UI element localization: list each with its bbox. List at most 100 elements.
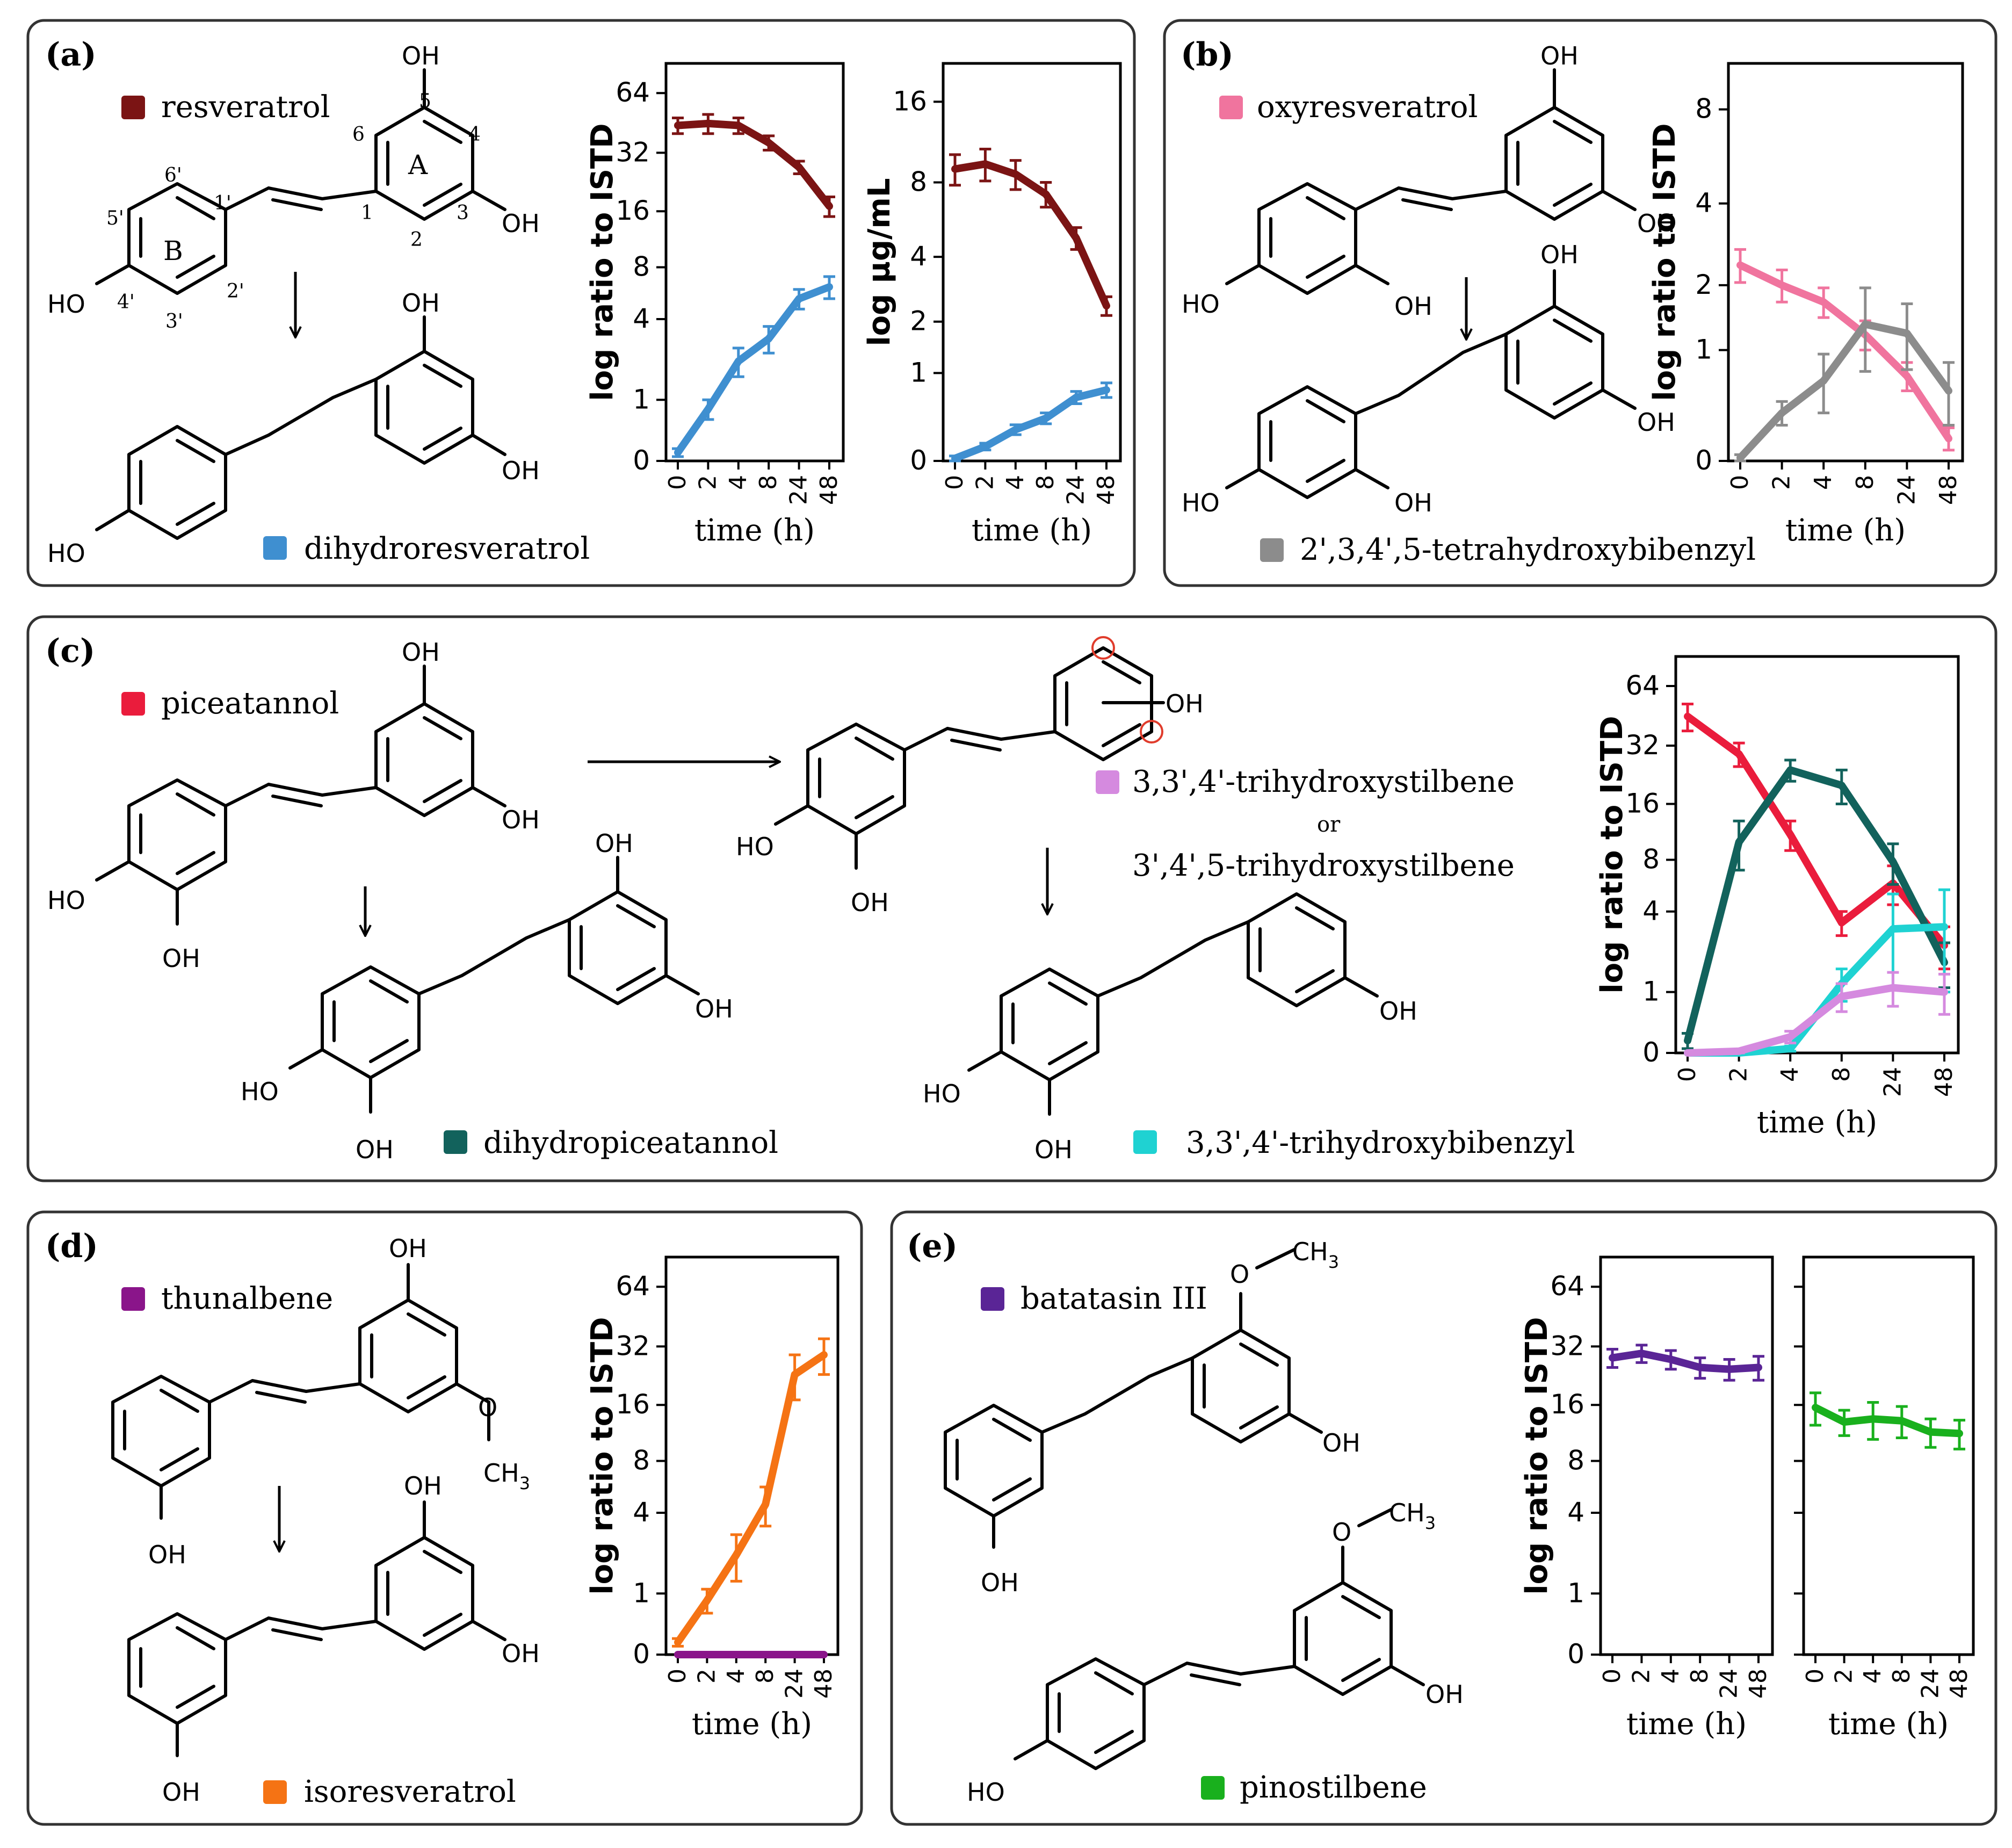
y-tick-label: 64 bbox=[616, 1270, 650, 1302]
ho-label: HO bbox=[736, 832, 774, 861]
y-tick-label: 0 bbox=[1695, 445, 1712, 476]
x-tick-label: 4 bbox=[1657, 1669, 1684, 1684]
x-tick-label: 0 bbox=[1726, 475, 1754, 490]
legend-trihydroxybibenzyl: 3,3',4'-trihydroxybibenzyl bbox=[1186, 1125, 1575, 1160]
y-tick-label: 4 bbox=[1695, 187, 1712, 219]
panel-d-frame bbox=[26, 1210, 863, 1826]
y-tick-label: 16 bbox=[893, 85, 927, 117]
oh-label: OH bbox=[1637, 209, 1675, 238]
ho-label: HO bbox=[47, 539, 85, 568]
oh-label: OH bbox=[1394, 292, 1432, 321]
structure-tetrahydroxybibenzyl bbox=[1225, 269, 1637, 499]
structure-isoresveratrol bbox=[127, 1500, 506, 1757]
x-tick-label: 24 bbox=[1716, 1669, 1743, 1699]
o-label: O bbox=[1230, 1260, 1249, 1289]
panel-label-b: (b) bbox=[1181, 36, 1234, 74]
y-tick-label: 1 bbox=[633, 1577, 650, 1608]
x-axis-label: time (h) bbox=[1785, 513, 1906, 548]
y-tick-label: 4 bbox=[1567, 1497, 1584, 1528]
series-line bbox=[951, 386, 1110, 463]
panel-label-e: (e) bbox=[907, 1228, 958, 1265]
legend-trihydroxystilbene-2: 3',4',5-trihydroxystilbene bbox=[1132, 848, 1515, 883]
oh-label: OH bbox=[1322, 1428, 1360, 1457]
oh-label: OH bbox=[404, 1471, 442, 1500]
oh-label: OH bbox=[402, 638, 440, 667]
oh-label: OH bbox=[502, 1639, 540, 1668]
x-tick-label: 2 bbox=[1627, 1669, 1655, 1684]
y-tick-label: 1 bbox=[1642, 976, 1660, 1007]
y-tick-label: 64 bbox=[1625, 670, 1660, 701]
legend-swatch-piceatannol bbox=[121, 692, 145, 716]
oh-label: OH bbox=[851, 888, 889, 917]
atom-number: 4 bbox=[468, 124, 481, 146]
ring-label-a: A bbox=[408, 149, 428, 181]
legend-swatch-resveratrol bbox=[121, 96, 145, 119]
legend-swatch-batatasin bbox=[981, 1287, 1004, 1311]
oh-label: OH bbox=[162, 944, 200, 973]
x-tick-label: 24 bbox=[781, 1669, 808, 1699]
ch3-label: CH3 bbox=[483, 1459, 530, 1493]
ch3-label: CH3 bbox=[1389, 1498, 1436, 1533]
y-tick-label: 16 bbox=[616, 195, 650, 226]
oh-label: OH bbox=[1034, 1135, 1073, 1164]
oh-label: OH bbox=[595, 829, 633, 858]
x-tick-label: 24 bbox=[1062, 475, 1090, 505]
plot-frame bbox=[1599, 1255, 1774, 1656]
legend-isoresveratrol: isoresveratrol bbox=[304, 1774, 516, 1809]
structure-batatasin bbox=[944, 1248, 1323, 1549]
x-tick-label: 0 bbox=[1801, 1669, 1829, 1684]
x-tick-label: 8 bbox=[1888, 1669, 1915, 1684]
panel-label-a: (a) bbox=[45, 36, 97, 74]
structure-trihydroxybibenzyl bbox=[967, 892, 1379, 1116]
legend-swatch-pinostilbene bbox=[1201, 1776, 1225, 1800]
plot-frame bbox=[664, 1255, 839, 1656]
series-line bbox=[1609, 1349, 1762, 1373]
atom-number: 3' bbox=[165, 311, 183, 333]
oh-label: OH bbox=[1379, 997, 1417, 1026]
oh-label: OH bbox=[1166, 689, 1204, 718]
legend-swatch-dihydroresveratrol bbox=[263, 536, 287, 560]
y-axis-label: log ratio to ISTD bbox=[1595, 716, 1630, 993]
y-tick-label: 0 bbox=[910, 445, 927, 476]
x-tick-label: 4 bbox=[722, 1669, 750, 1684]
x-tick-label: 4 bbox=[1002, 475, 1029, 490]
x-tick-label: 0 bbox=[664, 475, 691, 490]
structure-pinostilbene bbox=[1014, 1508, 1425, 1770]
plot-frame bbox=[1802, 1255, 1975, 1656]
x-axis-label: time (h) bbox=[972, 513, 1092, 548]
ho-label: HO bbox=[241, 1077, 279, 1106]
y-tick-label: 4 bbox=[910, 241, 927, 272]
legend-batatasin: batatasin III bbox=[1021, 1281, 1207, 1316]
x-tick-label: 8 bbox=[1851, 475, 1879, 490]
ho-label: HO bbox=[923, 1079, 961, 1108]
y-tick-label: 8 bbox=[910, 166, 927, 197]
y-axis-label: log ratio to ISTD bbox=[585, 123, 620, 401]
oh-label: OH bbox=[1425, 1680, 1464, 1709]
y-tick-label: 4 bbox=[633, 303, 650, 334]
x-tick-label: 48 bbox=[1935, 475, 1962, 505]
legend-thunalbene: thunalbene bbox=[161, 1281, 333, 1316]
legend-swatch-trihydroxybibenzyl bbox=[1133, 1130, 1157, 1154]
atom-number: 3 bbox=[457, 202, 469, 224]
ho-label: HO bbox=[1182, 290, 1220, 319]
oh-label: OH bbox=[981, 1568, 1019, 1597]
legend-piceatannol: piceatannol bbox=[161, 686, 339, 721]
y-tick-label: 4 bbox=[1642, 896, 1660, 927]
y-tick-label: 1 bbox=[1567, 1577, 1584, 1608]
x-tick-label: 2 bbox=[1830, 1669, 1858, 1684]
x-tick-label: 24 bbox=[1916, 1669, 1944, 1699]
x-tick-label: 48 bbox=[1745, 1669, 1772, 1699]
atom-number: 6' bbox=[164, 164, 182, 186]
ring-label-b: B bbox=[163, 235, 183, 266]
plot-frame bbox=[664, 62, 845, 463]
x-tick-label: 8 bbox=[1686, 1669, 1713, 1684]
plot-frame bbox=[942, 62, 1122, 463]
y-tick-label: 8 bbox=[633, 1445, 650, 1476]
series-line bbox=[1684, 984, 1948, 1057]
oh-label: OH bbox=[389, 1234, 427, 1263]
